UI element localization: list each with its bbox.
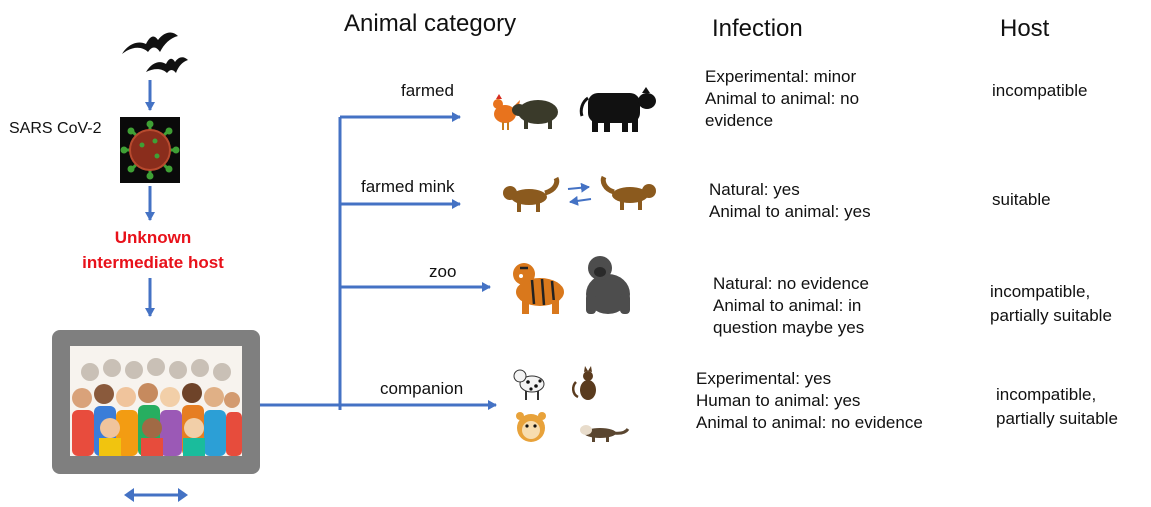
category-label-farmed-mink: farmed mink: [361, 177, 455, 197]
infection-line: Animal to animal: no evidence: [696, 412, 923, 434]
category-label-farmed: farmed: [401, 81, 454, 101]
bidirectional-arrow: [124, 488, 188, 502]
host-cell-zoo: incompatible, partially suitable: [990, 280, 1112, 328]
infection-line: Animal to animal: no: [705, 88, 859, 110]
pig-icon: [512, 100, 558, 129]
human-population-picture: [52, 330, 260, 474]
intermediate-host-line2: intermediate host: [78, 250, 228, 275]
category-label-companion: companion: [380, 379, 463, 399]
infection-line: Experimental: yes: [696, 368, 923, 390]
intermediate-host-label: Unknown intermediate host: [78, 225, 228, 275]
infection-line: Natural: no evidence: [713, 273, 869, 295]
infection-line: question maybe yes: [713, 317, 869, 339]
ferret-icon: [580, 425, 628, 442]
virus-icon: [120, 117, 180, 183]
dog-icon: [514, 370, 544, 400]
mink-exchange-arrows: [568, 187, 591, 202]
hamster-icon: [516, 412, 546, 442]
gorilla-icon: [586, 256, 630, 314]
host-line: incompatible,: [996, 383, 1118, 407]
intermediate-host-line1: Unknown: [78, 225, 228, 250]
host-cell-farmed: incompatible: [992, 79, 1087, 103]
bat-icon: [146, 57, 188, 73]
header-host: Host: [1000, 15, 1049, 43]
host-cell-farmed-mink: suitable: [992, 188, 1051, 212]
infection-line: Human to animal: yes: [696, 390, 923, 412]
host-line: incompatible,: [990, 280, 1112, 304]
host-line: partially suitable: [990, 304, 1112, 328]
host-line: incompatible: [992, 79, 1087, 103]
host-line: partially suitable: [996, 407, 1118, 431]
infection-cell-farmed-mink: Natural: yes Animal to animal: yes: [709, 179, 871, 223]
mink-icon: [603, 177, 656, 210]
cat-icon: [573, 366, 596, 400]
infection-line: Natural: yes: [709, 179, 871, 201]
infection-line: evidence: [705, 110, 859, 132]
infection-line: Animal to animal: yes: [709, 201, 871, 223]
infection-cell-companion: Experimental: yes Human to animal: yes A…: [696, 368, 923, 434]
host-cell-companion: incompatible, partially suitable: [996, 383, 1118, 431]
virus-label: SARS CoV-2: [9, 120, 101, 138]
cow-icon: [581, 87, 656, 132]
infection-cell-farmed: Experimental: minor Animal to animal: no…: [705, 66, 859, 132]
host-line: suitable: [992, 188, 1051, 212]
mink-icon: [503, 178, 557, 212]
infection-cell-zoo: Natural: no evidence Animal to animal: i…: [713, 273, 869, 339]
tiger-icon: [513, 263, 564, 314]
infection-line: Animal to animal: in: [713, 295, 869, 317]
header-animal-category: Animal category: [344, 10, 516, 38]
infection-line: Experimental: minor: [705, 66, 859, 88]
category-label-zoo: zoo: [429, 262, 456, 282]
bat-icon: [122, 33, 178, 54]
header-infection: Infection: [712, 15, 803, 43]
